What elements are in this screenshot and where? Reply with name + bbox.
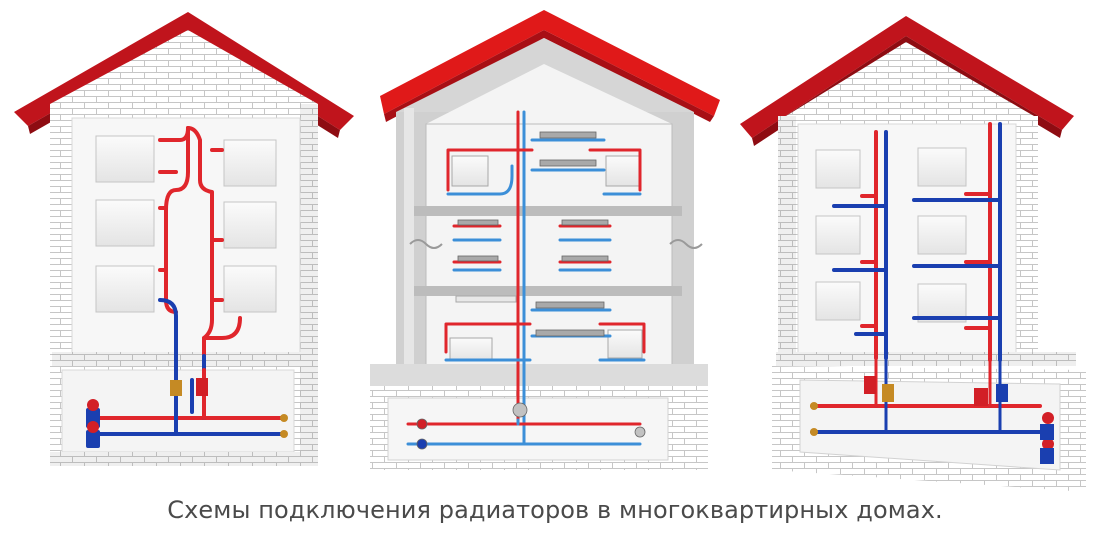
manifold-icon	[457, 219, 499, 226]
manifold-icon	[457, 255, 499, 262]
valve-icon	[974, 388, 988, 406]
valve-icon	[1042, 412, 1054, 424]
diagram-scene	[14, 10, 1086, 492]
radiator	[223, 139, 277, 187]
manifold-icon	[535, 329, 605, 337]
manifold-icon	[535, 301, 605, 309]
radiator	[815, 215, 861, 255]
radiator	[815, 281, 861, 321]
radiator	[451, 155, 489, 187]
valve-icon	[170, 380, 182, 396]
valve-icon	[864, 376, 876, 394]
caption: Схемы подключения радиаторов в многоквар…	[167, 496, 943, 524]
hot-riser	[164, 126, 190, 314]
valve-icon	[634, 426, 646, 438]
left-radiators	[95, 135, 277, 313]
valve-icon	[1040, 448, 1054, 464]
left-gable	[50, 30, 318, 110]
radiator	[455, 295, 517, 303]
valve-icon	[882, 384, 894, 402]
valve-icon	[86, 430, 100, 448]
radiator	[95, 199, 155, 247]
valve-icon	[996, 384, 1008, 402]
radiator	[223, 265, 277, 313]
radiator	[605, 155, 641, 187]
manifold-icon	[561, 219, 609, 226]
center-pipes	[406, 110, 646, 446]
valve-icon	[87, 399, 99, 411]
radiator	[607, 329, 643, 359]
radiator	[815, 149, 861, 189]
right-gable	[786, 42, 1034, 120]
valve-icon	[87, 421, 99, 433]
radiator	[223, 201, 277, 249]
radiator	[917, 283, 967, 323]
right-valves	[810, 376, 1054, 464]
pump-icon	[512, 402, 528, 418]
center-roof	[380, 10, 720, 116]
valve-icon	[196, 378, 208, 396]
center-fittings	[416, 131, 646, 450]
radiator	[917, 147, 967, 187]
left-pipes	[90, 126, 286, 436]
left-house	[14, 12, 354, 466]
valve-icon	[1042, 438, 1054, 450]
valve-icon	[280, 414, 288, 422]
cold-drop	[158, 298, 178, 358]
manifold-icon	[539, 159, 597, 167]
center-house	[370, 10, 720, 470]
valve-icon	[1040, 424, 1054, 440]
right-radiators	[815, 147, 967, 323]
right-roof	[740, 16, 1074, 138]
valve-icon	[810, 428, 818, 436]
valve-icon	[416, 438, 428, 450]
valve-icon	[810, 402, 818, 410]
right-house	[740, 16, 1086, 492]
manifold-icon	[539, 131, 597, 139]
valve-icon	[416, 418, 428, 430]
radiator	[449, 337, 493, 361]
radiator	[917, 215, 967, 255]
radiator	[95, 265, 155, 313]
manifold-icon	[561, 255, 609, 262]
valve-icon	[280, 430, 288, 438]
center-radiators	[449, 155, 643, 361]
radiator	[95, 135, 155, 183]
left-valves	[86, 378, 288, 448]
